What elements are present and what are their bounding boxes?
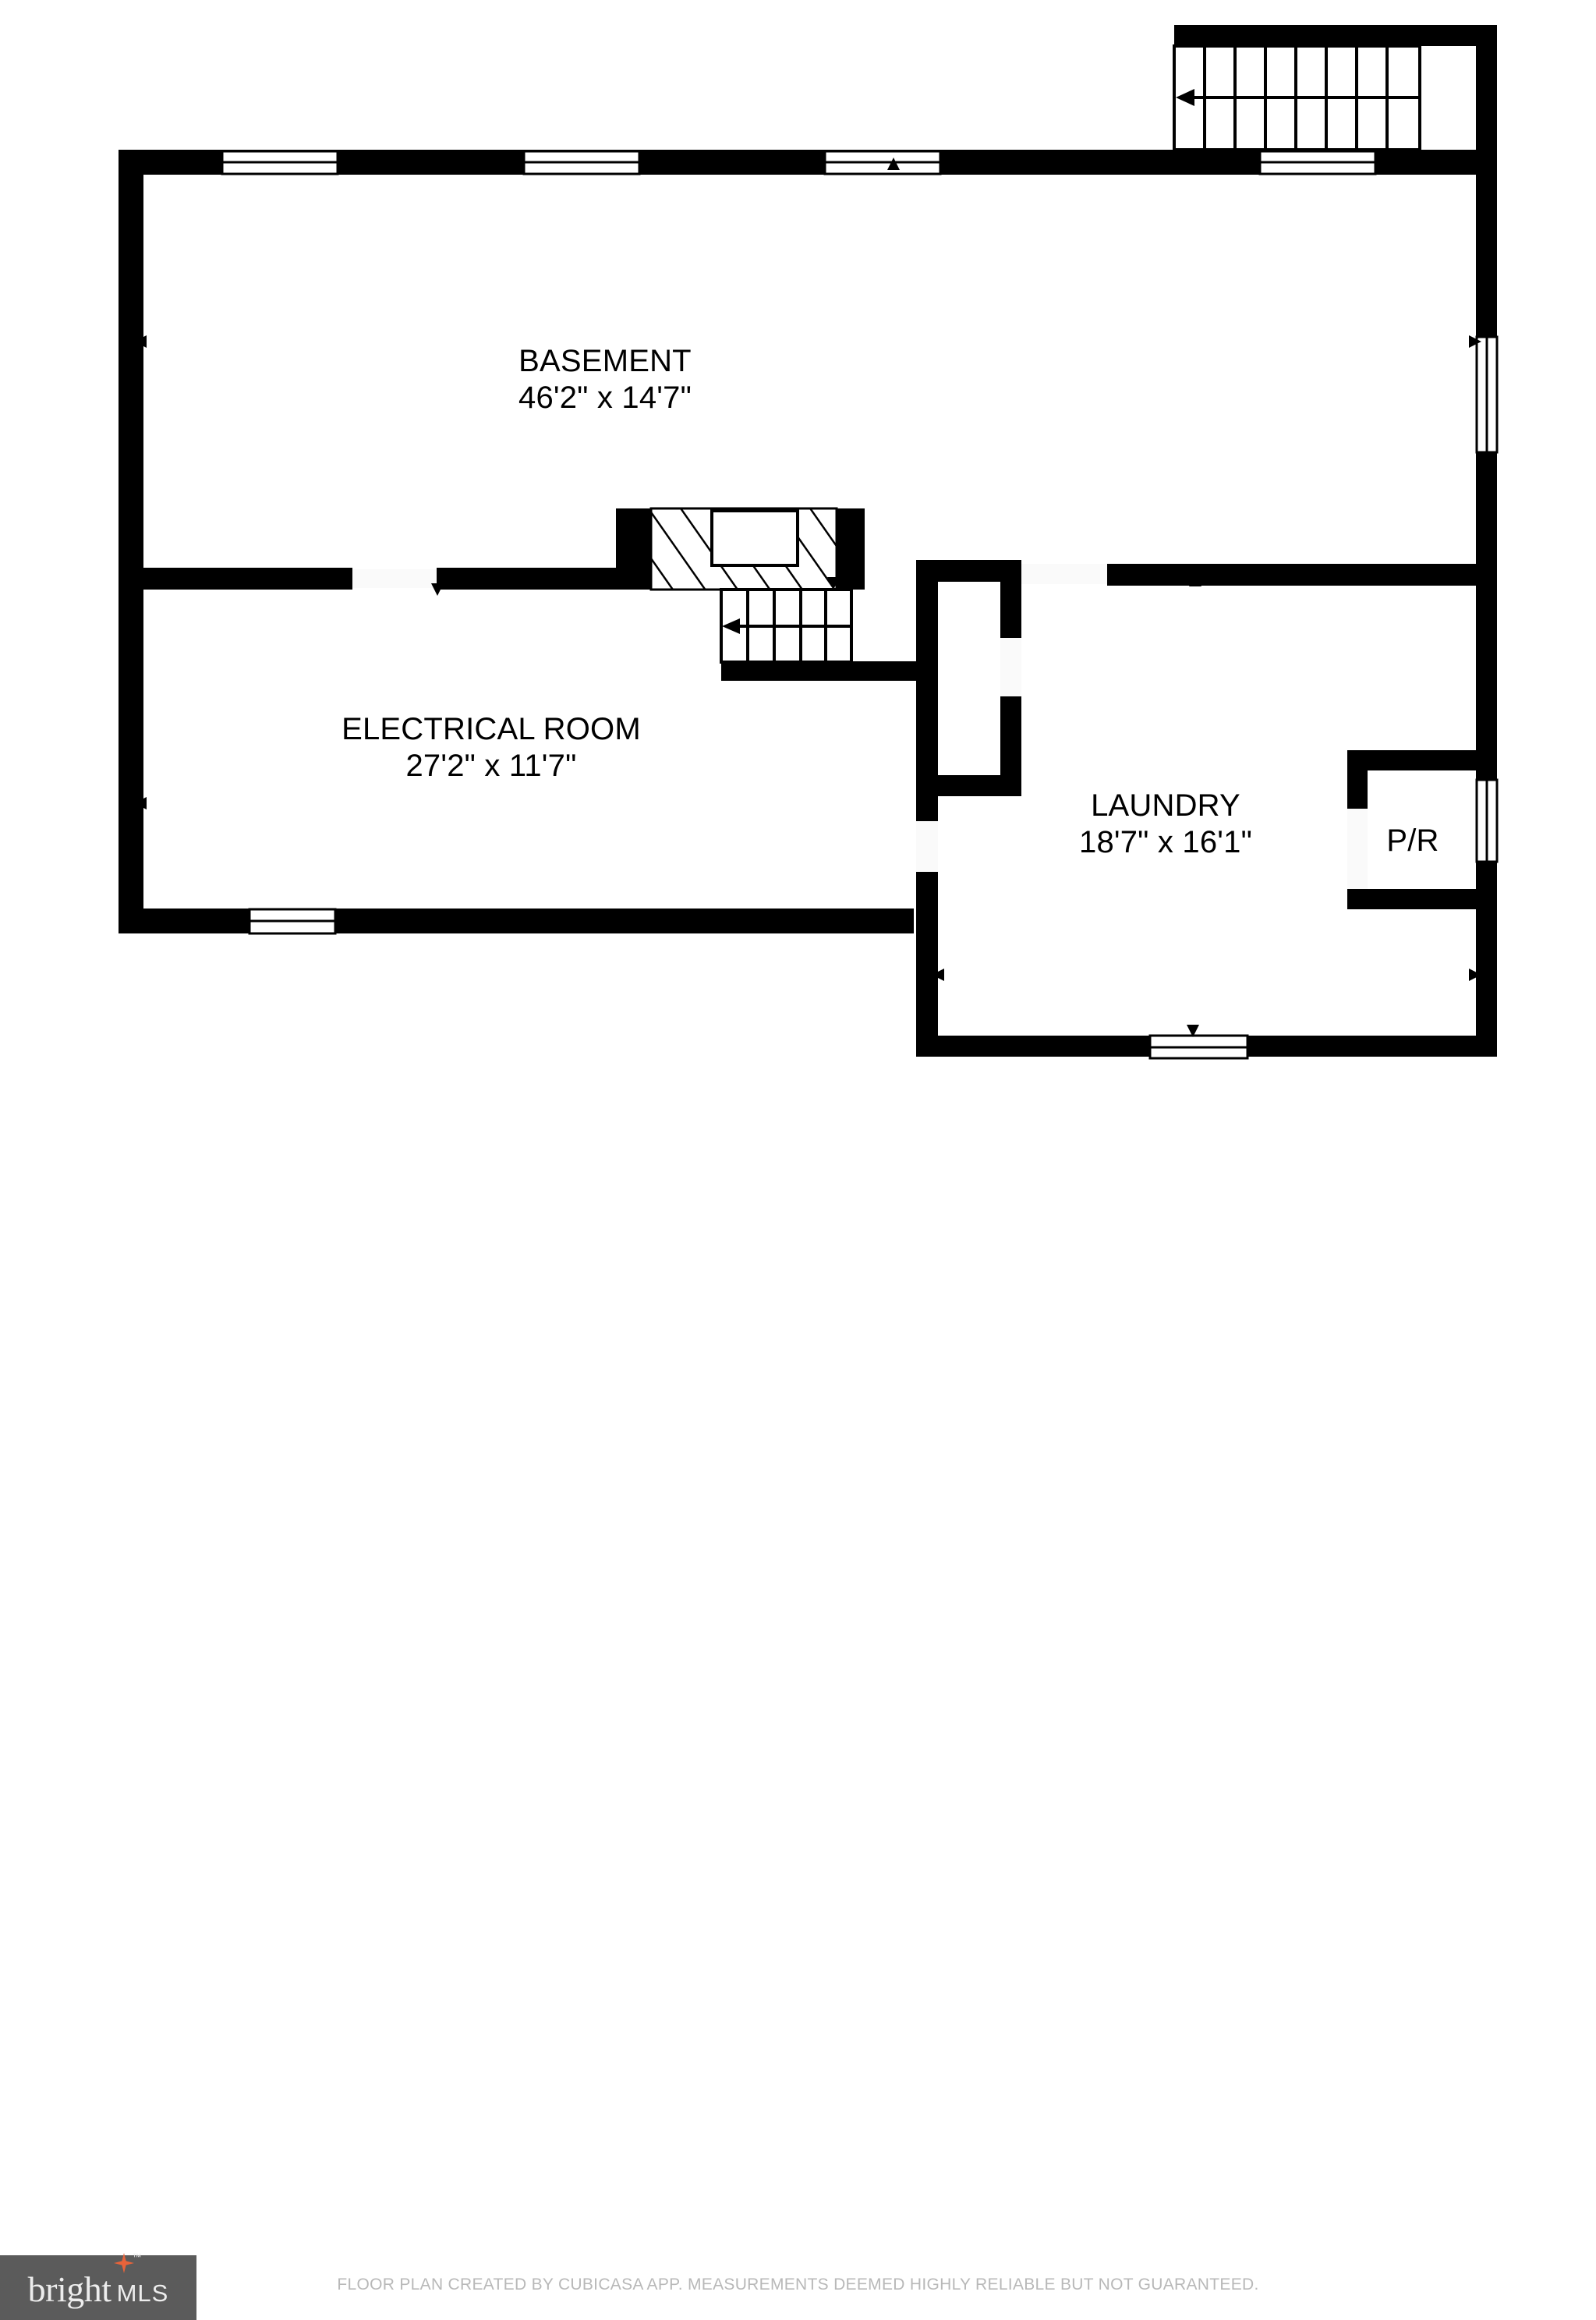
closet-inner-rect [710,509,799,567]
under-stair-closet [649,507,838,591]
stair-lower [720,588,853,664]
room-dimensions-electrical-room: 27'2" x 11'7" [405,749,577,784]
opening-pr-door [1347,809,1368,889]
wall-exterior-left [119,150,143,933]
wall-utility-closet-right-upper [1000,560,1021,638]
wall-stair-block-left [616,508,651,590]
dim-arrow-bottom-electrical [430,919,443,931]
footer-disclaimer: FLOOR PLAN CREATED BY CUBICASA APP. MEAS… [337,2276,1259,2293]
dimension-marker-group [134,158,1481,1037]
window-laundry-bottom [1148,1034,1249,1060]
dim-arrow-laundry-top [1189,574,1201,586]
wall-pr-left-upper [1347,750,1368,809]
wall-exterior-bottom-left [119,909,914,933]
dim-arrow-top-window [887,158,900,170]
window-right-basement [1475,335,1499,454]
wall-divider-basement-left [119,568,352,590]
room-name-electrical-room: ELECTRICAL ROOM [341,712,641,746]
wall-lower-stair-bottom [721,661,916,681]
dim-arrow-left-laundry [932,969,944,981]
wall-utility-closet-bottom [916,775,1021,796]
wall-laundry-left-lower [916,872,938,1057]
wall-divider-basement-right [437,568,625,590]
room-label-basement: BASEMENT 46'2" x 14'7" [434,343,777,416]
window-electrical-bottom [248,908,337,935]
room-name-laundry: LAUNDRY [1091,788,1240,823]
dim-arrow-divider [431,583,444,596]
window-group [221,150,1499,1060]
window-pr [1475,778,1499,863]
opening-basement-electrical [352,569,437,588]
wall-divider-laundry-top [1107,564,1487,586]
stair-direction-arrow-upper [1176,89,1194,106]
room-label-laundry: LAUNDRY 18'7" x 16'1" [1037,788,1294,861]
room-label-powder-room: P/R [1366,823,1460,859]
dim-arrow-left-electrical [134,797,147,809]
dim-arrow-right-laundry [1469,969,1481,981]
dim-arrow-laundry-opening [925,801,938,813]
dim-arrow-closet [827,577,840,590]
wall-stairwell-top [1174,25,1497,46]
opening-utility-closet [1000,638,1021,696]
wall-group [119,25,1497,1057]
door-opening-group [352,564,1368,889]
wall-pr-bottom [1347,889,1480,909]
trademark-symbol: ™ [132,2251,142,2262]
room-label-electrical-room: ELECTRICAL ROOM 27'2" x 11'7" [242,711,741,785]
dim-arrow-bottom-laundry [1187,1025,1199,1037]
star-icon [113,2252,134,2273]
stair-upper [1173,44,1421,151]
room-dimensions-basement: 46'2" x 14'7" [518,381,692,416]
window-stairwell [1258,150,1377,175]
wall-pr-top [1347,750,1480,770]
window-top-1 [221,150,339,175]
window-top-3 [823,150,942,175]
room-name-powder-room: P/R [1386,824,1439,858]
floor-plan-canvas: BASEMENT 46'2" x 14'7" ELECTRICAL ROOM 2… [0,0,1596,1123]
floor-plan-drawing [0,0,1596,1123]
room-name-basement: BASEMENT [518,344,692,378]
room-dimensions-laundry: 18'7" x 16'1" [1079,825,1252,860]
stair-direction-arrow-lower [722,618,740,634]
dim-arrow-right-basement [1469,335,1481,348]
footer: bright MLS ™ FLOOR PLAN CREATED BY CUBIC… [0,1123,1596,2320]
opening-laundry-left [916,821,938,872]
wall-stair-block-right [837,508,865,590]
dim-arrow-left-basement [134,335,147,348]
window-top-2 [522,150,641,175]
wall-stairwell-return [1174,150,1260,175]
opening-laundry-top [1021,564,1107,584]
